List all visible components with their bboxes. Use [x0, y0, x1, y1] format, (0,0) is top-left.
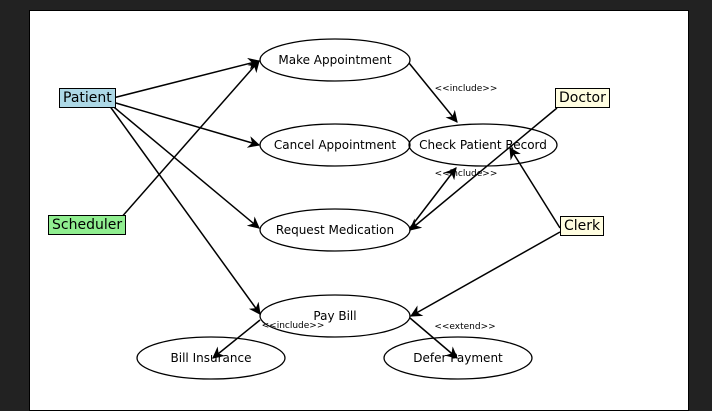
use-case-ellipse[interactable] — [259, 208, 411, 252]
use-case-label: Pay Bill — [313, 309, 356, 323]
relation-patient-pay — [108, 104, 261, 315]
use-case-cancel[interactable]: Cancel Appointment — [259, 123, 411, 167]
use-case-ellipse[interactable] — [259, 294, 411, 338]
use-case-check[interactable]: Check Patient Record — [408, 123, 558, 167]
relation-pay-insurance — [212, 319, 261, 359]
use-case-ellipse[interactable] — [408, 123, 558, 167]
relation-patient-make — [108, 57, 261, 100]
use-case-make[interactable]: Make Appointment — [259, 38, 411, 82]
use-case-pay[interactable]: Pay Bill — [259, 294, 411, 338]
relation-patient-cancel — [108, 100, 261, 148]
use-case-label: Defer Payment — [413, 351, 503, 365]
actor-clerk[interactable]: Clerk — [560, 216, 605, 236]
use-case-label: Check Patient Record — [419, 138, 547, 152]
extend-label: <<extend>> — [434, 322, 495, 332]
relation-patient-request — [108, 102, 260, 229]
relation-make-check — [408, 62, 458, 123]
relation-clerk-check — [509, 146, 561, 229]
relation-scheduler-make — [111, 60, 260, 229]
use-case-ellipse[interactable] — [259, 123, 411, 167]
use-case-label: Make Appointment — [278, 53, 392, 67]
use-case-label: Request Medication — [276, 223, 394, 237]
actor-patient[interactable]: Patient — [59, 88, 116, 108]
actor-scheduler[interactable]: Scheduler — [48, 215, 127, 235]
use-case-label: Bill Insurance — [171, 351, 252, 365]
relation-request-check — [409, 167, 457, 229]
include-label: <<include>> — [262, 321, 325, 331]
use-case-insurance[interactable]: Bill Insurance — [136, 336, 286, 380]
use-case-request[interactable]: Request Medication — [259, 208, 411, 252]
use-case-ellipse[interactable] — [383, 336, 533, 380]
use-case-label: Cancel Appointment — [274, 138, 397, 152]
include-label: <<include>> — [435, 169, 498, 179]
actor-doctor[interactable]: Doctor — [555, 88, 610, 108]
use-case-ellipse[interactable] — [259, 38, 411, 82]
use-case-defer[interactable]: Defer Payment — [383, 336, 533, 380]
relation-doctor-request — [409, 107, 558, 231]
use-case-ellipse[interactable] — [136, 336, 286, 380]
include-label: <<include>> — [435, 84, 498, 94]
relation-clerk-pay — [409, 231, 561, 317]
